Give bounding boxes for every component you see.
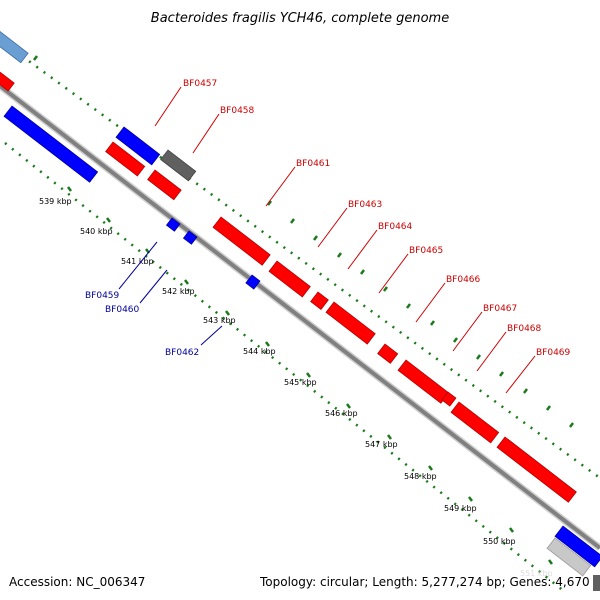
forward-cds[interactable] [325, 301, 376, 345]
forward-features [0, 29, 600, 591]
kbp-label: 539 kbp [39, 197, 72, 206]
kbp-label: 551 kbp [520, 569, 553, 578]
topology-text: Topology: circular; Length: 5,277,274 bp… [259, 575, 590, 589]
gene-label[interactable]: BF0463 [348, 200, 382, 210]
forward-cds[interactable] [450, 401, 500, 444]
reverse-cds[interactable] [245, 274, 261, 290]
forward-cds[interactable] [105, 141, 146, 177]
gene-label[interactable]: BF0464 [378, 222, 413, 232]
outer-ruler-ring [0, 38, 600, 480]
kbp-label: 549 kbp [444, 504, 477, 513]
forward-cds[interactable] [496, 436, 577, 503]
light-grey-feature[interactable] [546, 537, 592, 577]
map-title: Bacteroides fragilis YCH46, complete gen… [151, 11, 449, 26]
outer-ruler-ticks [33, 55, 574, 428]
gene-label[interactable]: BF0466 [446, 275, 481, 285]
kbp-label: 543 kbp [203, 316, 236, 325]
gene-label[interactable]: BF0461 [296, 159, 330, 169]
reverse-cds[interactable] [165, 217, 181, 232]
gene-label[interactable]: BF0465 [409, 246, 443, 256]
edge-feature[interactable] [593, 575, 600, 591]
inner-ruler-ring [4, 142, 566, 593]
reverse-cds[interactable] [3, 105, 99, 183]
gene-label[interactable]: BF0458 [220, 106, 255, 116]
reverse-gene-labels: BF0459 BF0460 BF0462 [85, 291, 199, 358]
forward-gene-leaders [154, 86, 536, 394]
pseudogene-feature[interactable] [160, 149, 197, 182]
forward-cds[interactable] [268, 260, 311, 298]
forward-cds[interactable] [377, 343, 399, 364]
gene-label[interactable]: BF0467 [483, 304, 517, 314]
reverse-cds-track [3, 105, 261, 290]
forward-cds[interactable] [310, 291, 329, 311]
reverse-gene-leaders [118, 241, 223, 346]
gene-label[interactable]: BF0468 [507, 324, 542, 334]
forward-blue-cds[interactable] [554, 525, 600, 568]
forward-cds[interactable] [212, 216, 271, 266]
forward-blue-cds[interactable] [115, 126, 161, 166]
kbp-label: 546 kbp [325, 409, 358, 418]
accession-text: Accession: NC_006347 [9, 575, 145, 589]
kbp-label: 547 kbp [365, 440, 398, 449]
inner-ruler-ticks [67, 186, 553, 565]
gene-label[interactable]: BF0457 [183, 79, 217, 89]
forward-cds[interactable] [0, 65, 15, 92]
genome-backbone [0, 84, 600, 550]
gene-label[interactable]: BF0460 [105, 305, 140, 315]
kbp-label: 544 kbp [243, 347, 276, 356]
forward-gene-labels: BF0457 BF0458 BF0461 BF0463 BF0464 BF046… [183, 79, 571, 358]
kbp-label: 548 kbp [404, 472, 437, 481]
kbp-label: 545 kbp [284, 378, 317, 387]
reverse-cds[interactable] [182, 230, 198, 245]
light-blue-feature[interactable] [0, 29, 29, 64]
gene-label[interactable]: BF0469 [536, 348, 571, 358]
kbp-label: 550 kbp [483, 537, 516, 546]
kbp-label: 541 kbp [121, 257, 154, 266]
ruler-labels: 539 kbp 540 kbp 541 kbp 542 kbp 543 kbp … [39, 197, 553, 578]
gene-label[interactable]: BF0462 [165, 348, 199, 358]
forward-cds-track [0, 65, 577, 503]
gene-label[interactable]: BF0459 [85, 291, 120, 301]
kbp-label: 542 kbp [162, 287, 195, 296]
forward-cds[interactable] [147, 169, 182, 201]
kbp-label: 540 kbp [80, 227, 113, 236]
forward-cds[interactable] [441, 391, 457, 407]
